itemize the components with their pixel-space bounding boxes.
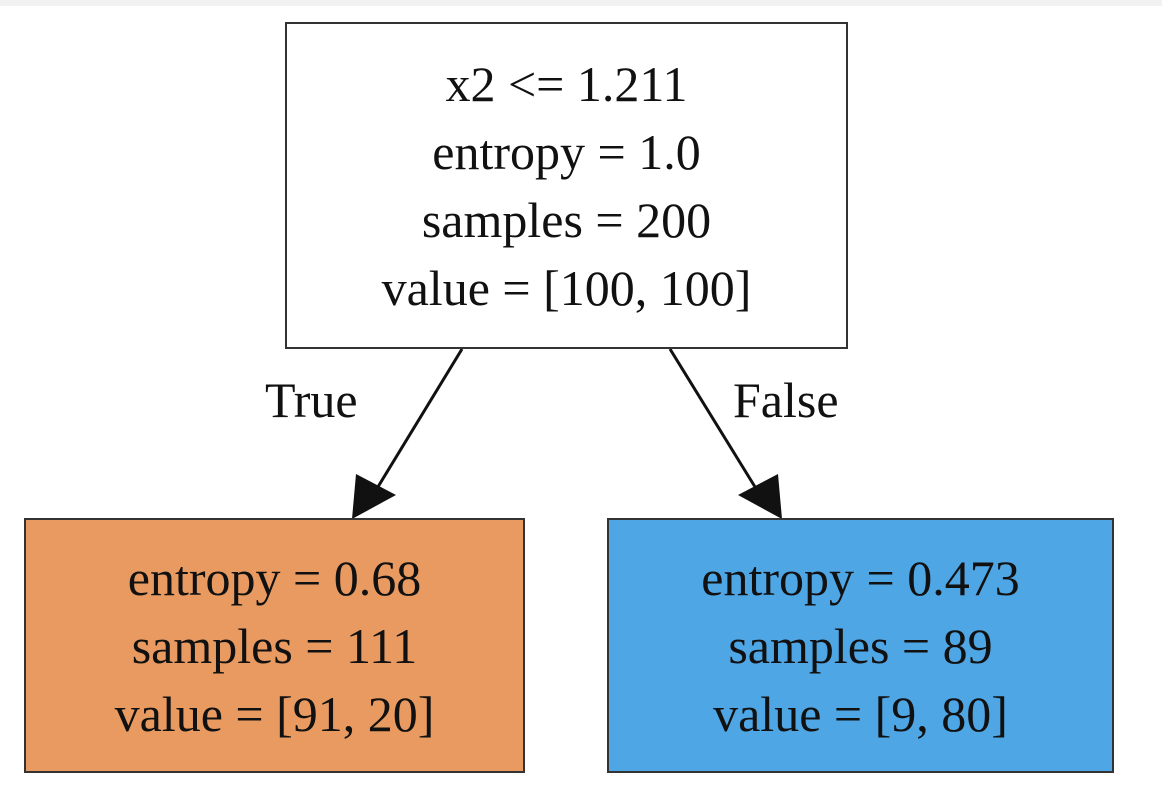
edge-true-line [371,348,464,496]
left-value: value = [91, 20] [114,685,435,742]
edge-false-line [668,348,762,496]
tree-node-right-leaf: entropy = 0.473 samples = 89 value = [9,… [607,518,1114,773]
tree-node-left-leaf: entropy = 0.68 samples = 111 value = [91… [24,518,525,773]
tree-node-root: x2 <= 1.211 entropy = 1.0 samples = 200 … [285,22,848,349]
edge-true [352,348,464,519]
root-entropy: entropy = 1.0 [432,123,701,180]
right-samples: samples = 89 [728,617,993,674]
edge-true-arrowhead [352,474,396,519]
left-samples: samples = 111 [131,617,418,674]
left-entropy: entropy = 0.68 [127,549,422,606]
top-strip [0,0,1162,6]
edge-false [668,348,782,519]
root-samples: samples = 200 [421,191,712,248]
root-value: value = [100, 100] [381,259,752,316]
root-split-condition: x2 <= 1.211 [445,55,688,112]
right-entropy: entropy = 0.473 [701,549,1020,606]
right-value: value = [9, 80] [713,685,1008,742]
edge-label-false: False [733,372,839,428]
edge-label-true: True [265,372,358,428]
edge-false-arrowhead [738,474,782,519]
